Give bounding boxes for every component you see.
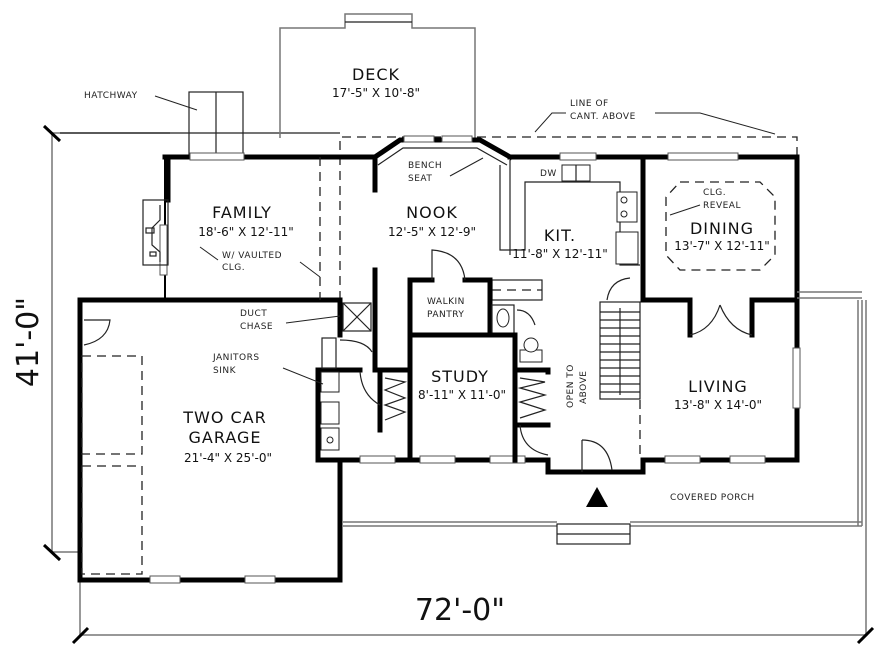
mud-area: DUCT CHASE JANITORS SINK	[212, 297, 378, 451]
garage: TWO CAR GARAGE 21'-4" X 25'-0"	[81, 319, 272, 575]
janitors-sink-label-2: SINK	[213, 366, 237, 376]
exterior-walls	[77, 137, 800, 583]
cantilever-label-2: CANT. ABOVE	[570, 112, 636, 122]
family-room: FAMILY 18'-6" X 12'-11" W/ VAULTED CLG.	[198, 157, 321, 300]
dining: CLG. REVEAL DINING 13'-7" X 12'-11"	[640, 181, 800, 338]
cantilever-label-1: LINE OF	[570, 99, 609, 109]
vaulted-label-1: W/ VAULTED	[222, 251, 282, 261]
clg-reveal-label-2: REVEAL	[703, 201, 741, 211]
pantry-label-2: PANTRY	[427, 310, 464, 320]
fireplace	[142, 199, 169, 266]
walkin-pantry: WALKIN PANTRY	[407, 249, 543, 363]
garage-size: 21'-4" X 25'-0"	[184, 451, 272, 465]
dining-name: DINING	[690, 219, 754, 238]
janitors-sink-label-1: JANITORS	[212, 353, 260, 363]
pantry-label-1: WALKIN	[427, 297, 465, 307]
nook: NOOK 12'-5" X 12'-9" BENCH SEAT	[372, 157, 484, 303]
dining-size: 13'-7" X 12'-11"	[674, 239, 770, 253]
hall-closet	[337, 367, 413, 433]
duct-chase-label-1: DUCT	[240, 309, 267, 319]
nook-size: 12'-5" X 12'-9"	[388, 225, 476, 239]
garage-name-line1: TWO CAR	[182, 408, 267, 427]
hatchway-label: HATCHWAY	[84, 91, 138, 101]
study: STUDY 8'-11" X 11'-0"	[407, 332, 551, 463]
foyer-stairs: OPEN TO ABOVE	[566, 262, 646, 472]
bench-seat-label-2: SEAT	[408, 174, 432, 184]
dishwasher-label: DW	[540, 169, 557, 179]
kitchen: DW KIT. 11'-8" X 12'-11"	[491, 154, 646, 301]
open-to-above-label-2: ABOVE	[579, 371, 589, 404]
living: LIVING 13'-8" X 14'-0"	[674, 377, 762, 412]
study-name: STUDY	[431, 367, 489, 386]
vaulted-label-2: CLG.	[222, 263, 245, 273]
dimension-width: 72'-0"	[71, 300, 875, 645]
kitchen-size: 11'-8" X 12'-11"	[512, 247, 608, 261]
dimension-depth: 41'-0"	[11, 124, 170, 562]
entry-arrow-icon	[586, 487, 608, 507]
study-size: 8'-11" X 11'-0"	[418, 388, 506, 402]
deck-name: DECK	[352, 65, 400, 84]
porch-label: COVERED PORCH	[670, 493, 755, 503]
living-size: 13'-8" X 14'-0"	[674, 398, 762, 412]
covered-porch: COVERED PORCH	[343, 291, 863, 545]
windows	[149, 135, 801, 584]
depth-dimension-label: 41'-0"	[11, 297, 46, 387]
deck: DECK 17'-5" X 10'-8"	[279, 13, 476, 138]
family-size: 18'-6" X 12'-11"	[198, 225, 294, 239]
open-to-above-label-1: OPEN TO	[566, 364, 576, 408]
width-dimension-label: 72'-0"	[415, 593, 505, 628]
living-name: LIVING	[688, 377, 748, 396]
duct-chase-label-2: CHASE	[240, 322, 273, 332]
kitchen-name: KIT.	[544, 226, 576, 245]
bench-seat-label-1: BENCH	[408, 161, 442, 171]
deck-size: 17'-5" X 10'-8"	[332, 86, 420, 100]
family-name: FAMILY	[212, 203, 272, 222]
cantilever-line: LINE OF CANT. ABOVE	[339, 99, 798, 300]
hatchway: HATCHWAY	[84, 91, 244, 155]
nook-name: NOOK	[406, 203, 458, 222]
clg-reveal-label-1: CLG.	[703, 188, 726, 198]
garage-name-line2: GARAGE	[189, 428, 262, 447]
